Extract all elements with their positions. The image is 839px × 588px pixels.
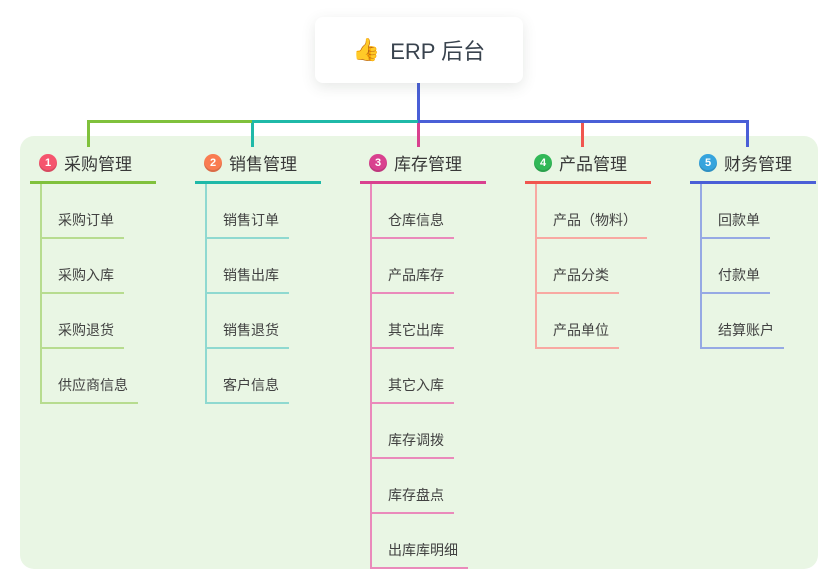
branch-badge: 4: [534, 153, 552, 172]
connector-bus-right: [418, 120, 749, 123]
mindmap-node[interactable]: 库存调拨: [372, 404, 454, 459]
branch-title: 产品管理: [559, 155, 627, 174]
mindmap-node[interactable]: 销售退货: [207, 294, 289, 349]
branch-badge: 5: [699, 153, 717, 172]
branch-purchase: 1 采购管理 采购订单采购入库采购退货供应商信息: [30, 146, 156, 404]
connector-drop-finance: [746, 120, 749, 147]
branch-children: 产品（物料）产品分类产品单位: [535, 184, 651, 349]
branch-title: 采购管理: [64, 155, 132, 174]
branch-title: 财务管理: [724, 155, 792, 174]
mindmap-node[interactable]: 库存盘点: [372, 459, 454, 514]
mindmap-node[interactable]: 出库库明细: [372, 514, 468, 569]
mindmap-node[interactable]: 采购订单: [42, 184, 124, 239]
branch-title: 库存管理: [394, 155, 462, 174]
mindmap-node[interactable]: 结算账户: [702, 294, 784, 349]
mindmap-panel: [20, 136, 818, 569]
connector-drop-sales: [251, 120, 254, 147]
branch-sales: 2 销售管理 销售订单销售出库销售退货客户信息: [195, 146, 321, 404]
mindmap-node[interactable]: 付款单: [702, 239, 770, 294]
branch-header[interactable]: 2 销售管理: [195, 146, 321, 184]
mindmap-node[interactable]: 客户信息: [207, 349, 289, 404]
branch-children: 仓库信息产品库存其它出库其它入库库存调拨库存盘点出库库明细: [370, 184, 486, 569]
mindmap-node[interactable]: 产品（物料）: [537, 184, 647, 239]
branch-product: 4 产品管理 产品（物料）产品分类产品单位: [525, 146, 651, 349]
branch-header[interactable]: 1 采购管理: [30, 146, 156, 184]
connector-drop-purchase: [87, 120, 90, 147]
mindmap-node[interactable]: 回款单: [702, 184, 770, 239]
branch-children: 回款单付款单结算账户: [700, 184, 816, 349]
branch-finance: 5 财务管理 回款单付款单结算账户: [690, 146, 816, 349]
mindmap-node[interactable]: 其它出库: [372, 294, 454, 349]
mindmap-node[interactable]: 销售出库: [207, 239, 289, 294]
mindmap-node[interactable]: 采购入库: [42, 239, 124, 294]
connector-drop-inventory: [417, 120, 420, 147]
branch-title: 销售管理: [229, 155, 297, 174]
branch-badge: 2: [204, 153, 222, 172]
branch-children: 采购订单采购入库采购退货供应商信息: [40, 184, 156, 404]
mindmap-node[interactable]: 产品单位: [537, 294, 619, 349]
branch-inventory: 3 库存管理 仓库信息产品库存其它出库其它入库库存调拨库存盘点出库库明细: [360, 146, 486, 569]
connector-bus-middle: [252, 120, 418, 123]
mindmap-node[interactable]: 仓库信息: [372, 184, 454, 239]
mindmap-node[interactable]: 销售订单: [207, 184, 289, 239]
root-label: ERP 后台: [390, 39, 486, 64]
connector-bus-left: [87, 120, 252, 123]
thumbs-up-icon: 👍: [352, 37, 381, 62]
branch-badge: 1: [39, 153, 57, 172]
mindmap-node[interactable]: 采购退货: [42, 294, 124, 349]
mindmap-node[interactable]: 产品库存: [372, 239, 454, 294]
mindmap-node[interactable]: 供应商信息: [42, 349, 138, 404]
branch-header[interactable]: 4 产品管理: [525, 146, 651, 184]
branch-badge: 3: [369, 153, 387, 172]
mindmap-node[interactable]: 其它入库: [372, 349, 454, 404]
root-node[interactable]: 👍 ERP 后台: [315, 17, 523, 83]
branch-header[interactable]: 5 财务管理: [690, 146, 816, 184]
mindmap-node[interactable]: 产品分类: [537, 239, 619, 294]
branch-children: 销售订单销售出库销售退货客户信息: [205, 184, 321, 404]
branch-header[interactable]: 3 库存管理: [360, 146, 486, 184]
connector-drop-product: [581, 120, 584, 147]
connector-root-drop: [417, 82, 420, 120]
